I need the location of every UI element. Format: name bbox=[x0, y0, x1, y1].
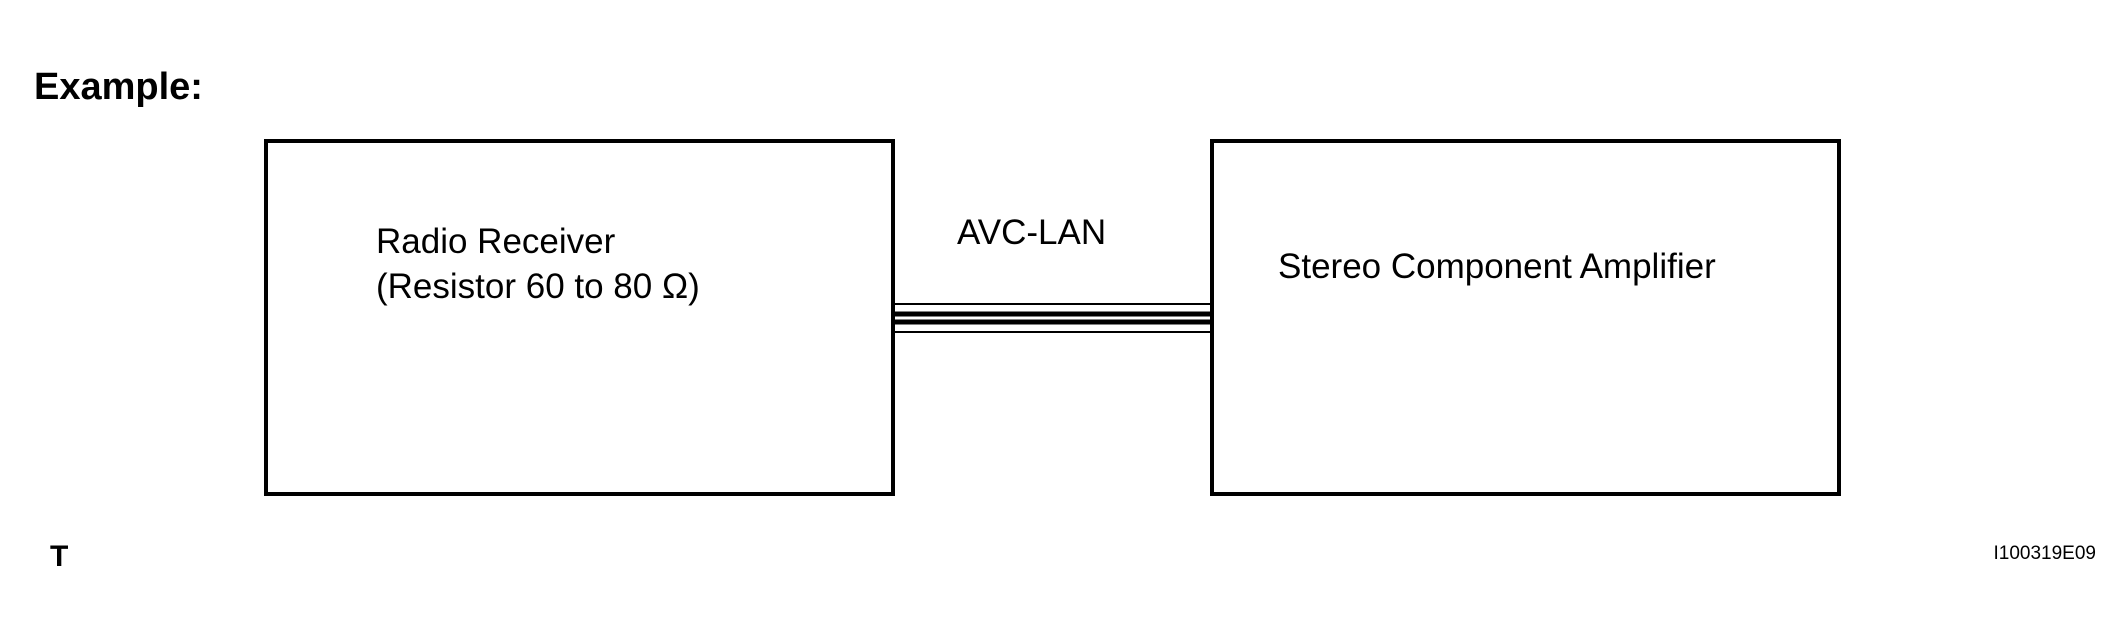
stereo-amplifier-label: Stereo Component Amplifier bbox=[1278, 244, 1716, 289]
corner-mark: T bbox=[50, 540, 69, 573]
radio-receiver-label: Radio Receiver (Resistor 60 to 80 Ω) bbox=[376, 219, 700, 309]
avc-lan-bus bbox=[891, 303, 1214, 333]
radio-receiver-resistor-note: (Resistor 60 to 80 Ω) bbox=[376, 267, 700, 306]
radio-receiver-box: Radio Receiver (Resistor 60 to 80 Ω) bbox=[264, 139, 895, 496]
avc-lan-label: AVC-LAN bbox=[957, 213, 1107, 252]
figure-id: I100319E09 bbox=[1993, 543, 2097, 564]
radio-receiver-name: Radio Receiver bbox=[376, 222, 616, 261]
diagram-heading: Example: bbox=[34, 66, 203, 108]
stereo-amplifier-box: Stereo Component Amplifier bbox=[1210, 139, 1841, 496]
stereo-amplifier-name: Stereo Component Amplifier bbox=[1278, 247, 1716, 286]
